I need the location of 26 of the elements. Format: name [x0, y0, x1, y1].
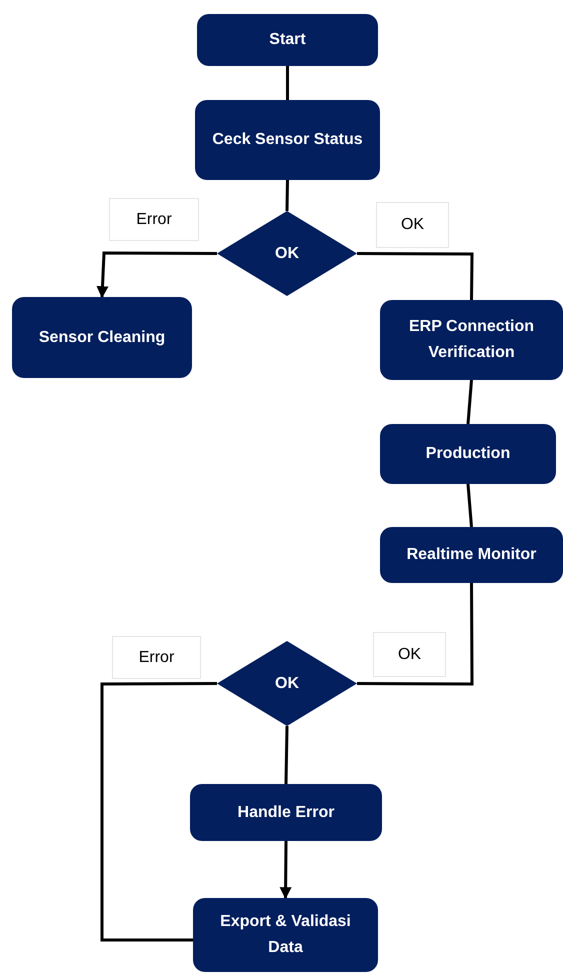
- process-label: Ceck Sensor Status: [212, 130, 363, 150]
- connector-arrow: [96, 252, 217, 298]
- process-box: [195, 100, 380, 180]
- process-label: Realtime Monitor: [406, 545, 536, 565]
- process-label: Sensor Cleaning: [38, 328, 166, 348]
- process-box: [193, 898, 378, 972]
- process-box: [197, 14, 378, 66]
- decision-label: OK: [275, 244, 299, 264]
- connector-arrow: [280, 840, 292, 900]
- edge-label: OK: [376, 202, 449, 248]
- process-box: [190, 784, 382, 841]
- process-label: Start: [269, 30, 306, 50]
- decision-label: OK: [275, 674, 299, 694]
- edge-label: Error: [109, 198, 199, 241]
- process-label: Export & Validasi Data: [219, 912, 352, 958]
- process-box: [380, 300, 563, 380]
- edge-label: Error: [112, 636, 201, 679]
- process-label: ERP Connection Verification: [408, 317, 536, 363]
- process-box: [380, 527, 563, 583]
- decision-diamond: [217, 641, 357, 726]
- process-label: Handle Error: [238, 802, 334, 822]
- process-label: Production: [426, 444, 510, 464]
- decision-diamond: [217, 211, 357, 296]
- process-box: [12, 297, 192, 378]
- edge-label: OK: [373, 632, 446, 677]
- process-box: [380, 424, 556, 484]
